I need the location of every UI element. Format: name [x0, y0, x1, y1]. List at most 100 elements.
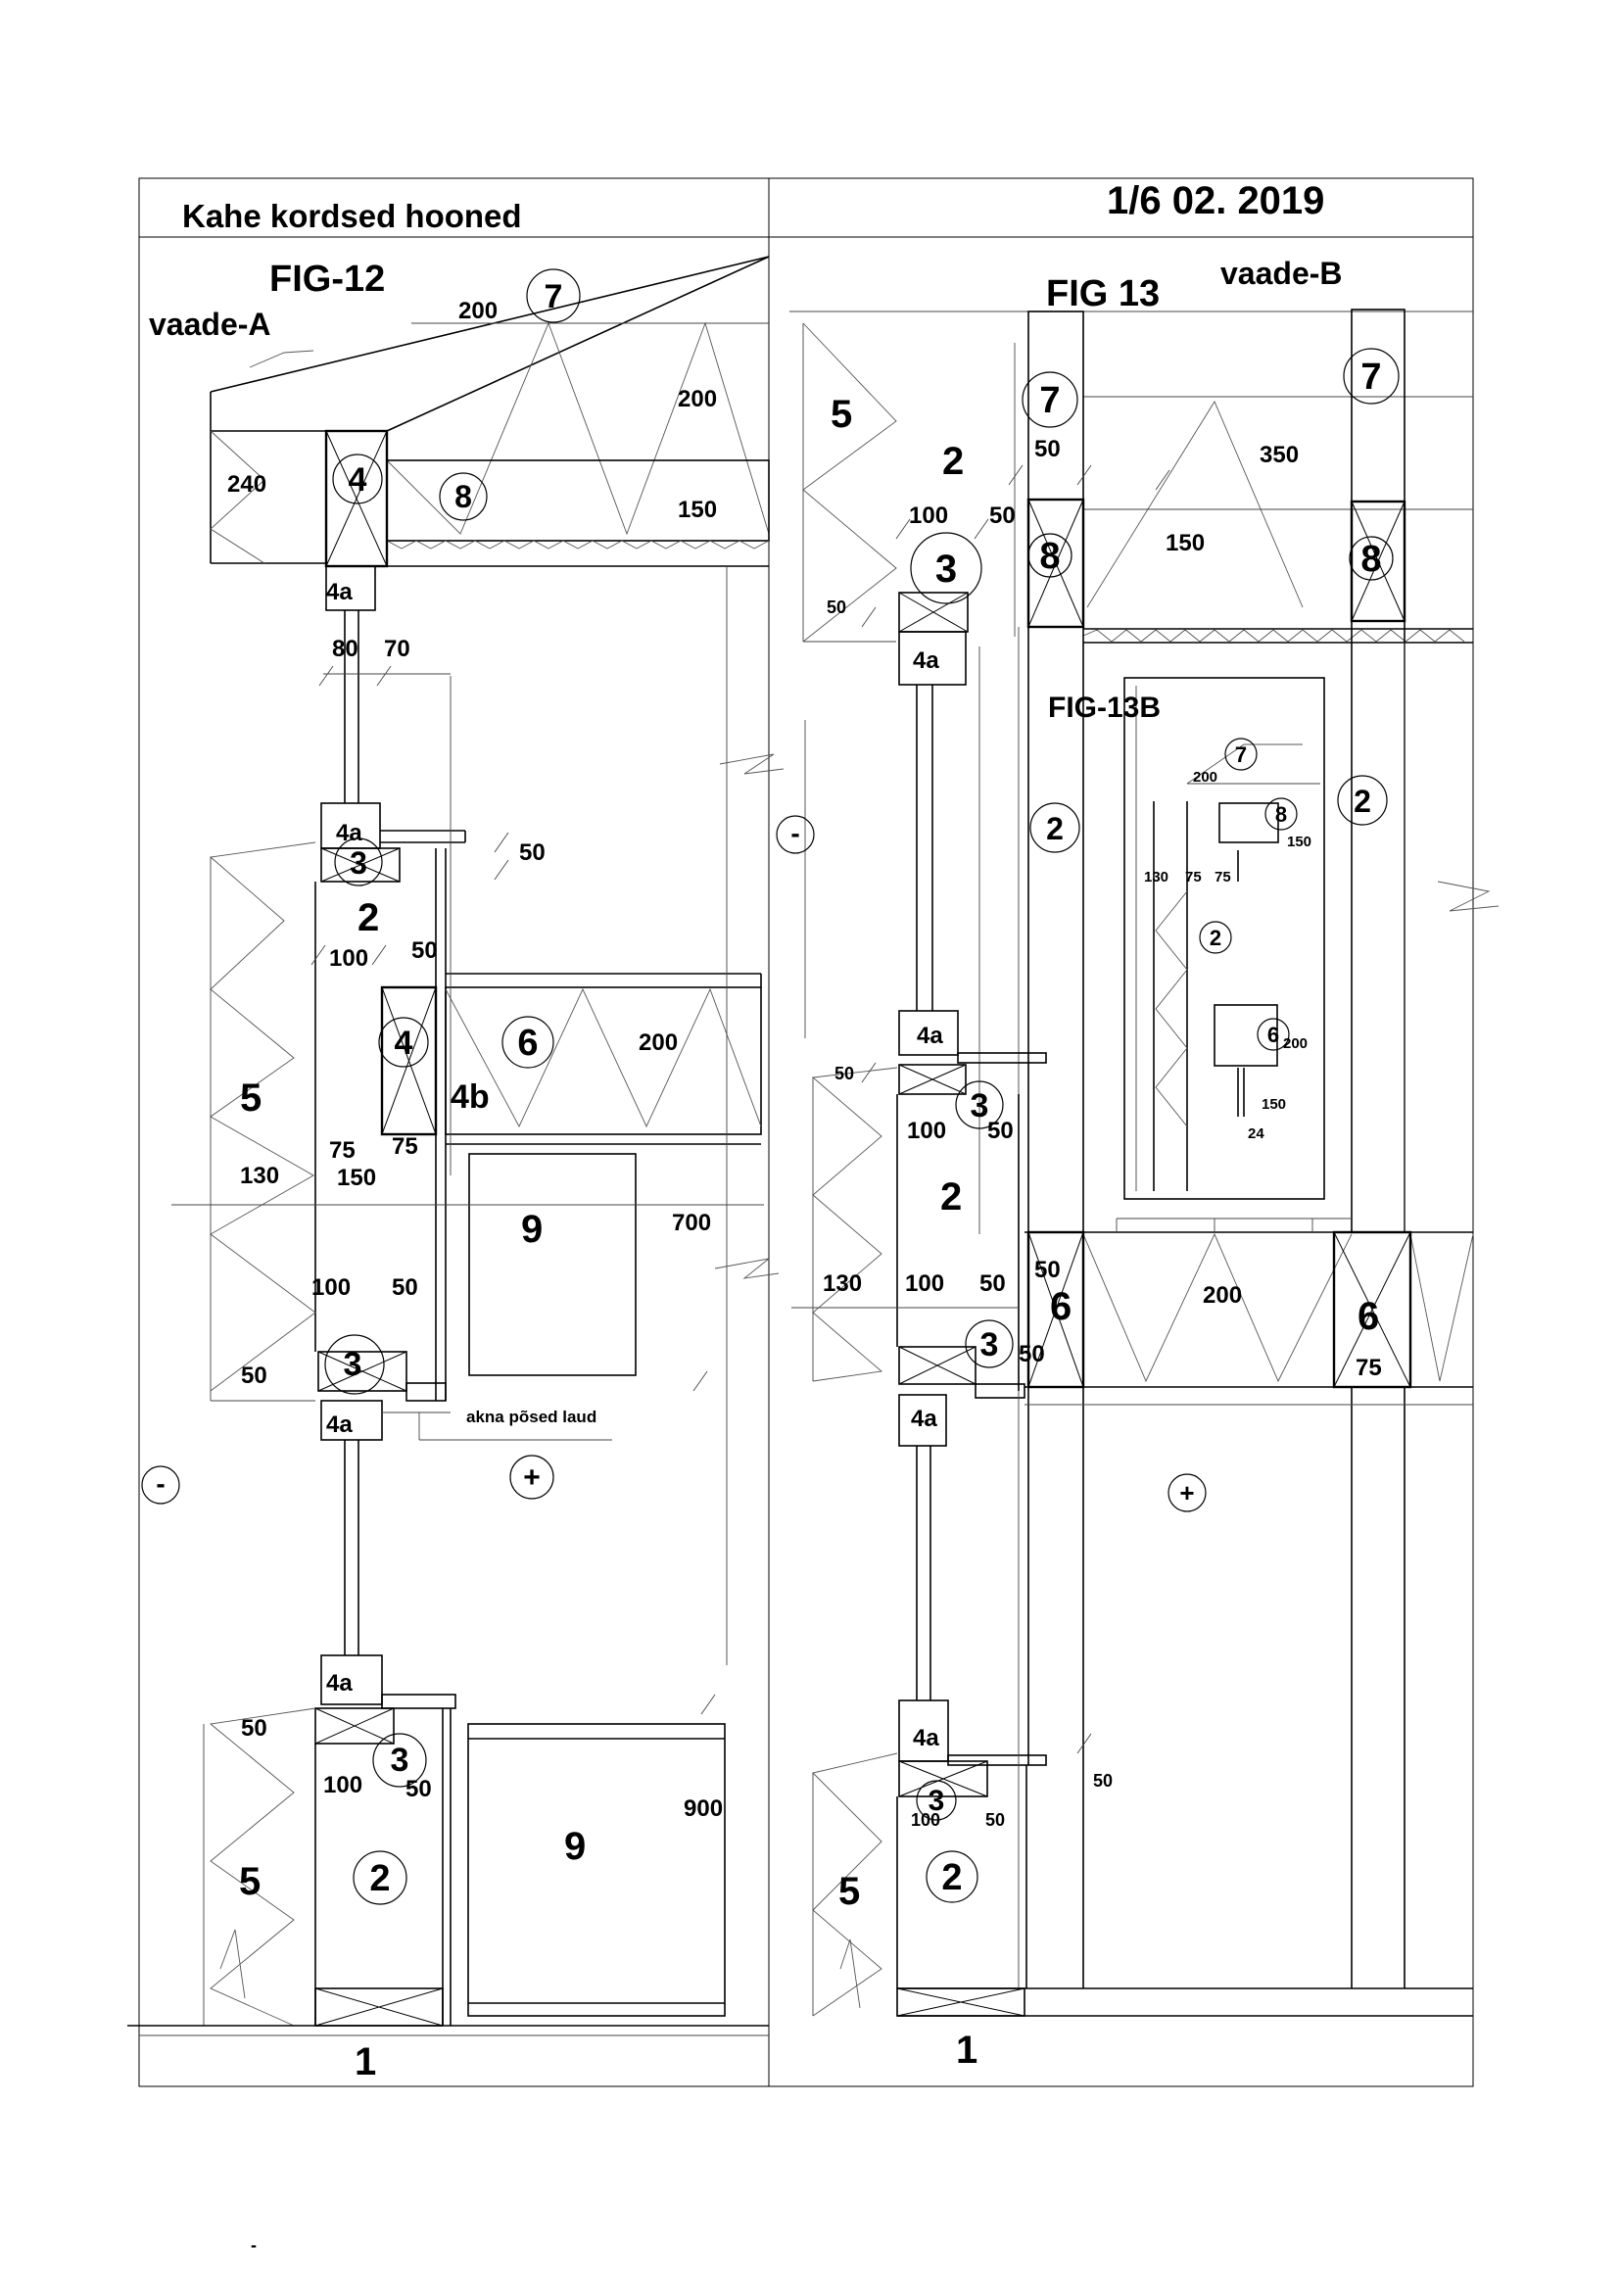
fig13-dimensions: 50 350 100 50 150 50 50 100 50 130 100 5… [823, 436, 1382, 1830]
fig12-dim-200-roof: 200 [458, 298, 498, 324]
fig12-dim-700: 700 [672, 1210, 711, 1236]
fig12-window-board-note: akna põsed laud [466, 1408, 596, 1426]
fig13-plus-sign: + [1179, 1478, 1194, 1507]
fig13-part-labels: 5 2 4a 4a 2 6 6 4a 4a 5 1 [831, 393, 1379, 2072]
fig12-label-3-bot: 3 [391, 1742, 409, 1779]
fig13-label-6-b: 6 [1358, 1295, 1379, 1338]
fig13-title: FIG 13 [1046, 273, 1160, 314]
fig13-dim-100-a: 100 [909, 502, 948, 529]
fig13-label-3-low: 3 [980, 1326, 999, 1363]
fig13b-dim-130: 130 [1144, 869, 1168, 885]
fig13-label-1: 1 [956, 2029, 977, 2072]
fig13-dim-50-f: 50 [979, 1270, 1006, 1297]
fig12-dim-50-a: 50 [519, 839, 546, 866]
fig12-dim-50-f: 50 [405, 1776, 432, 1802]
fig12-label-1: 1 [355, 2040, 376, 2083]
fig12-dim-100-c: 100 [323, 1772, 362, 1798]
fig12-label-4-top: 4 [349, 461, 367, 499]
fig13-dim-50-i: 50 [1093, 1771, 1113, 1791]
fig13-label-5-top: 5 [831, 393, 852, 436]
fig13-label-8-a: 8 [1039, 536, 1060, 577]
fig13-dim-50-g: 50 [1034, 1257, 1061, 1283]
fig13-label-5-bot: 5 [838, 1870, 860, 1913]
fig13-dim-100-b: 100 [907, 1118, 946, 1144]
fig12-dim-50-e: 50 [241, 1715, 267, 1742]
fig12-minus-sign: - [156, 1468, 165, 1499]
fig13b-labels: 7 8 2 6 200 150 130 75 75 200 150 24 [1144, 738, 1311, 1142]
fig12-dim-240: 240 [227, 471, 266, 498]
fig12-dim-70: 70 [384, 636, 410, 662]
fig13-label-3-mid: 3 [971, 1087, 989, 1124]
fig13-geometry [789, 309, 1500, 2017]
drawing-title: Kahe kordsed hooned [182, 198, 522, 234]
fig12-label-9-bot: 9 [564, 1825, 586, 1868]
fig12-dim-900: 900 [684, 1795, 723, 1822]
fig13b-dim-150-b: 150 [1262, 1096, 1286, 1113]
fig13-dim-100-d: 100 [911, 1810, 940, 1830]
fig13-dim-50-a: 50 [1034, 436, 1061, 462]
fig12-label-3-mid: 3 [350, 845, 367, 881]
fig13b-title: FIG-13B [1048, 692, 1161, 724]
fig12-label-5-mid: 5 [240, 1076, 262, 1120]
fig13-dim-50-e: 50 [987, 1118, 1014, 1144]
fig13b-label-8: 8 [1275, 802, 1287, 827]
fig12-dim-80: 80 [332, 636, 358, 662]
fig13-label-3-top: 3 [935, 548, 957, 591]
fig13-label-8-b: 8 [1360, 539, 1381, 580]
fig12-circled-labels: 7 4 8 3 4 6 3 3 2 - + [141, 268, 581, 1905]
fig13b-dim-200-a: 200 [1193, 769, 1217, 786]
fig12-part-labels: 4a 4a 2 4b 5 9 4a 4a 5 9 1 [239, 579, 586, 2083]
fig12-label-4a-mid: 4a [336, 820, 362, 846]
fig13-label-4a-bot: 4a [913, 1725, 939, 1751]
fig13b-dim-75-a: 75 [1185, 869, 1202, 885]
fig13b-dim-24: 24 [1248, 1125, 1264, 1142]
fig13-label-6-a: 6 [1050, 1285, 1072, 1328]
fig12-label-6: 6 [517, 1023, 538, 1064]
fig13b-label-7: 7 [1235, 742, 1247, 767]
fig12-dim-150: 150 [337, 1165, 376, 1191]
fig13-label-2-bot: 2 [941, 1857, 962, 1898]
drawing-date: 1/6 02. 2019 [1107, 179, 1324, 222]
fig12-label-4-mid: 4 [395, 1025, 413, 1062]
fig12-dim-100-b: 100 [311, 1274, 351, 1301]
fig13b-label-2-a: 2 [1210, 926, 1221, 950]
fig13-label-7-b: 7 [1360, 357, 1381, 398]
fig13-label-7-a: 7 [1039, 380, 1060, 421]
fig13-dim-130: 130 [823, 1270, 862, 1297]
fig13b-dim-150-a: 150 [1287, 834, 1311, 850]
fig13-dim-50-j: 50 [985, 1810, 1005, 1830]
fig12-label-7: 7 [545, 278, 563, 315]
fig12-view-label: vaade-A [149, 307, 271, 342]
fig13b-inset [1123, 677, 1325, 1200]
fig13-label-2-top: 2 [942, 440, 964, 483]
fig12-dim-75-b: 75 [392, 1133, 418, 1160]
fig13-view-label: vaade-B [1220, 256, 1343, 291]
fig12-dim-50-c: 50 [392, 1274, 418, 1301]
fig13b-label-6: 6 [1267, 1023, 1279, 1047]
fig12-label-8: 8 [454, 479, 472, 514]
fig13-dim-100-c: 100 [905, 1270, 944, 1297]
fig13-dim-50-b: 50 [989, 502, 1016, 529]
fig13-circled-labels: 7 7 3 8 8 2 2 3 3 3 2 - + [776, 348, 1400, 1903]
fig12-title: FIG-12 [269, 259, 385, 300]
fig12-dim-100-a: 100 [329, 945, 368, 972]
fig12-label-2-bot: 2 [369, 1858, 390, 1899]
fig13-label-2-col-a: 2 [1046, 811, 1064, 846]
fig13b-dim-200-b: 200 [1283, 1035, 1308, 1052]
fig13-dim-50-d: 50 [834, 1064, 854, 1083]
fig12-label-3-low: 3 [344, 1346, 362, 1383]
fig12-dim-50-d: 50 [241, 1363, 267, 1389]
footer-mark: - [251, 2235, 257, 2255]
fig13-label-2-col-b: 2 [1354, 784, 1371, 819]
fig13-label-3-bot: 3 [929, 1785, 945, 1817]
fig13-dim-150: 150 [1166, 530, 1205, 556]
fig13b-dim-75-b: 75 [1215, 869, 1231, 885]
fig12-geometry [127, 256, 785, 2036]
fig12-dim-200-beam: 200 [639, 1029, 678, 1056]
fig12-dim-150-roof: 150 [678, 497, 717, 523]
fig13-dim-50-h: 50 [1019, 1341, 1045, 1367]
fig13-label-2-mid: 2 [940, 1175, 962, 1219]
fig12-dim-50-b: 50 [411, 937, 438, 964]
